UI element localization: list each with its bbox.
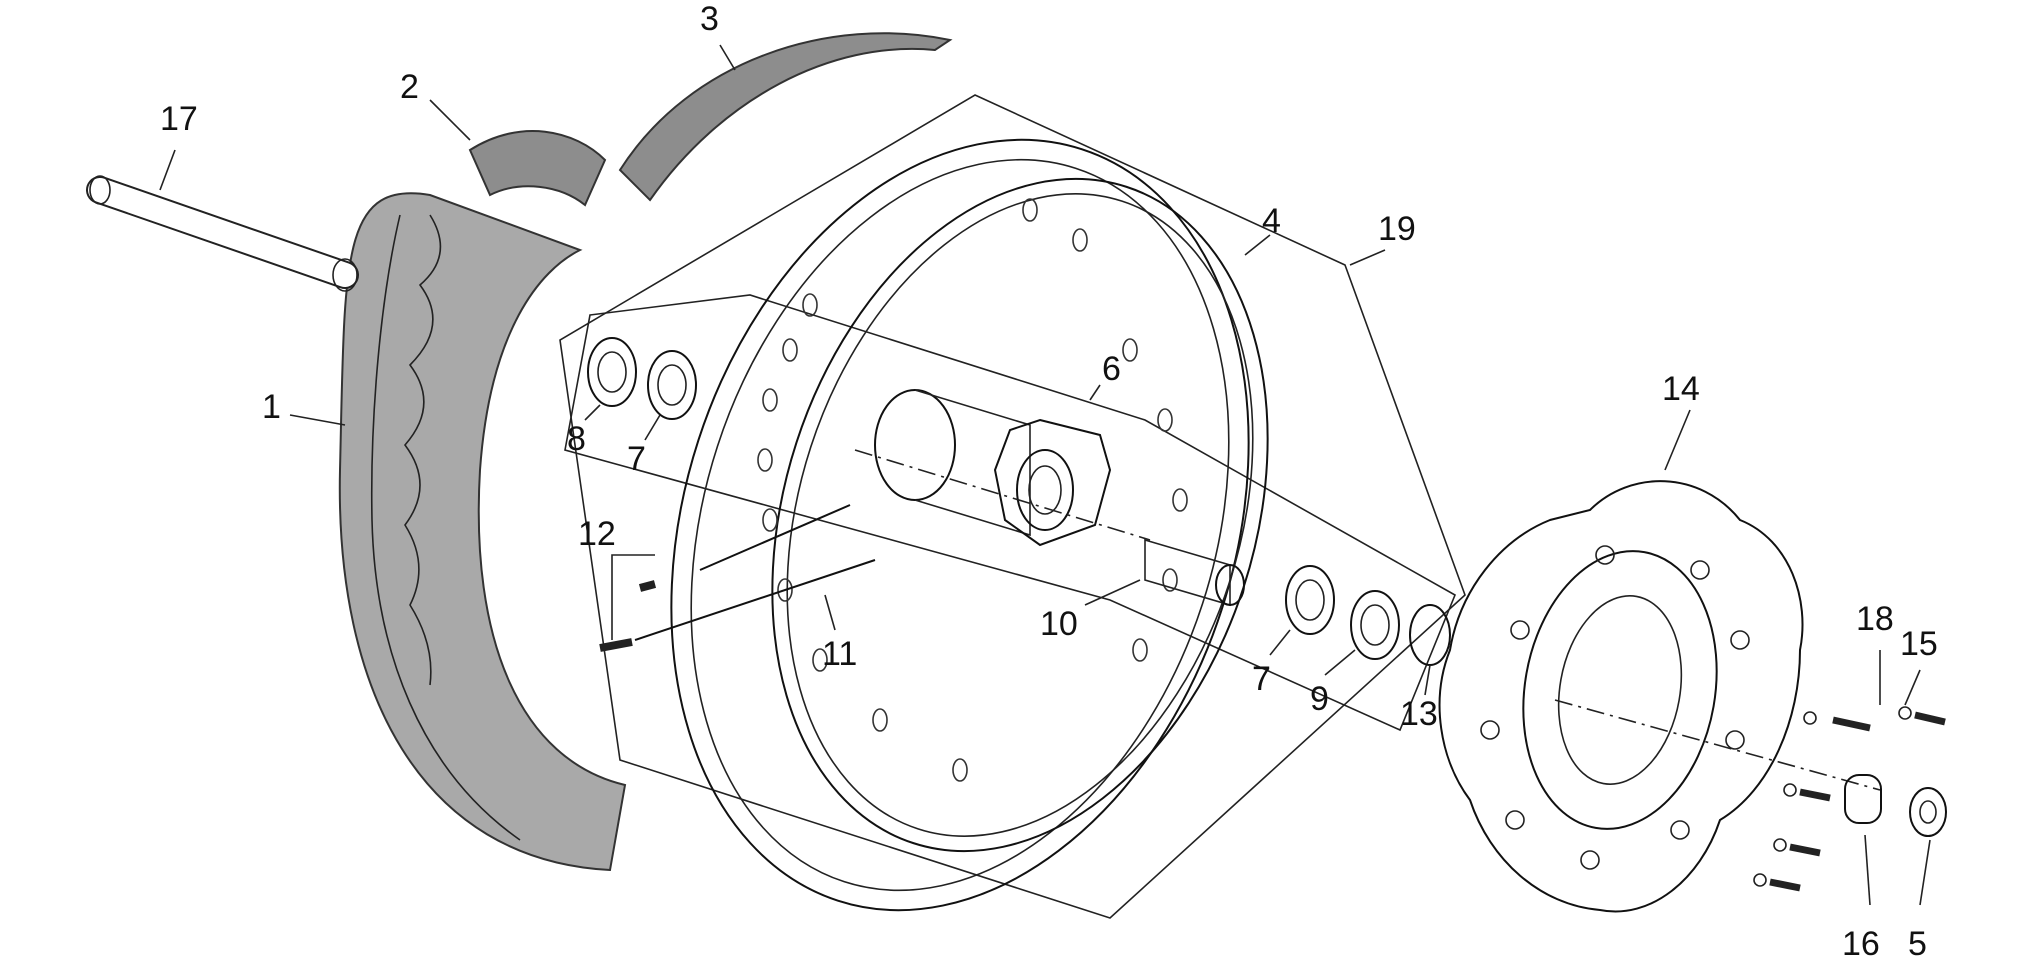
callout-10: 10 — [1040, 605, 1078, 643]
callout-11: 11 — [822, 635, 857, 673]
callout-13: 13 — [1400, 695, 1438, 733]
callout-17: 17 — [160, 100, 198, 138]
assembly-outline-19 — [559, 94, 1466, 919]
spacer — [1144, 538, 1245, 607]
rim-tape — [468, 130, 607, 207]
callout-6: 6 — [1102, 350, 1121, 388]
callout-4: 4 — [1262, 202, 1281, 240]
hub — [874, 389, 1112, 547]
callout-16: 16 — [1842, 925, 1880, 963]
callout-7b: 7 — [1252, 660, 1271, 698]
leader-lines — [159, 44, 1931, 906]
tube-strip — [618, 32, 953, 202]
callout-8: 8 — [567, 420, 586, 458]
callout-18: 18 — [1856, 600, 1894, 638]
spokes — [599, 504, 876, 652]
callout-19: 19 — [1378, 210, 1416, 248]
tire — [338, 192, 627, 872]
wheel-rim — [670, 138, 1269, 912]
hub-parts-outline — [564, 294, 1457, 732]
axle — [86, 175, 359, 292]
hardware — [1753, 706, 1947, 892]
callout-14: 14 — [1662, 370, 1700, 408]
callout-2: 2 — [400, 68, 419, 106]
callout-5: 5 — [1908, 925, 1927, 963]
callout-3: 3 — [700, 0, 719, 38]
callout-9: 9 — [1310, 680, 1329, 718]
callout-labels: 1 2 3 4 5 6 7 7 8 9 10 11 12 13 14 15 16… — [160, 0, 1938, 963]
brake-disc — [1438, 480, 1804, 913]
axis-line — [854, 449, 1881, 791]
callout-1: 1 — [262, 388, 281, 426]
callout-12: 12 — [578, 515, 616, 553]
callout-7a: 7 — [627, 440, 646, 478]
callout-15: 15 — [1900, 625, 1938, 663]
